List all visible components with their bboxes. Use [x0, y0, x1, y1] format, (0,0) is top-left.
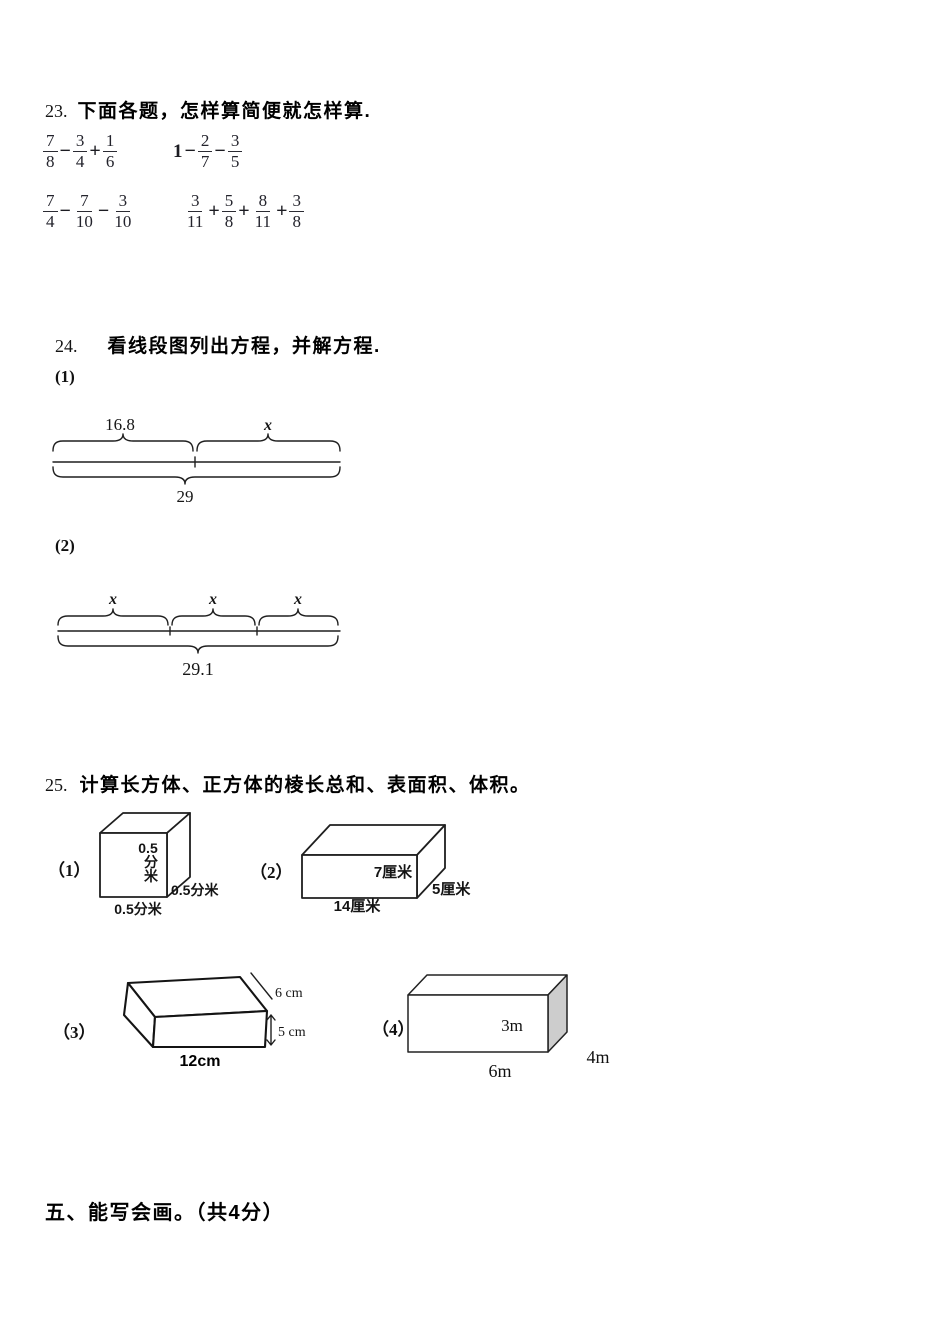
under-brace-total — [57, 635, 339, 654]
operator: + — [276, 200, 288, 223]
operator: + — [238, 200, 250, 223]
operator: − — [184, 140, 196, 163]
segment2-x1: x — [108, 591, 117, 608]
operator: − — [59, 200, 71, 223]
cuboid-figure-3: 6 cm 5 cm 12cm — [122, 972, 306, 1070]
cuboid2-width-dimension: 14厘米 — [334, 897, 382, 915]
segment-diagram-2: x x x 29.1 — [57, 591, 341, 679]
under-brace-total — [52, 466, 341, 485]
cuboid2-depth-dimension: 5厘米 — [432, 880, 471, 898]
question-23-title: 下面各题，怎样算简便就怎样算. — [77, 101, 372, 122]
segment2-x2: x — [208, 591, 217, 608]
over-brace-2 — [171, 608, 256, 626]
operator: − — [59, 140, 71, 163]
cuboid4-width-dimension: 6m — [488, 1061, 511, 1081]
depth-dimension-leader — [250, 972, 273, 1000]
question-24-heading: 24. 看线段图列出方程，并解方程. — [55, 331, 381, 358]
over-brace-left — [52, 433, 194, 452]
cube-depth-dimension: 0.5分米 — [171, 882, 219, 898]
question-25-number: 25. — [45, 775, 68, 795]
cube-width-dimension: 0.5分米 — [114, 901, 162, 917]
segment1-total-value: 29 — [177, 487, 194, 506]
cuboid4-front-face — [407, 994, 549, 1053]
cuboid3-width-dimension: 12cm — [180, 1053, 221, 1070]
segment2-total-value: 29.1 — [182, 659, 214, 679]
cuboid2-height-dimension: 7厘米 — [374, 863, 413, 881]
segment1-left-value: 16.8 — [105, 415, 135, 434]
cube-edge-line3: 米 — [144, 868, 159, 884]
figure-1-label: （1） — [48, 861, 91, 880]
cube-figure: 0.5 分 米 0.5分米 0.5分米 — [99, 812, 219, 917]
section-5-heading: 五、能写会画。（共4分） — [45, 1202, 285, 1224]
over-brace-1 — [57, 608, 169, 626]
question-25-heading: 25. 计算长方体、正方体的棱长总和、表面积、体积。 — [45, 770, 531, 797]
height-dimension-line — [266, 1014, 276, 1046]
cuboid2-front-face — [301, 854, 418, 899]
cuboid4-top-face — [407, 974, 568, 996]
figure-3-label: （3） — [53, 1023, 96, 1042]
cuboid3-height-dimension: 5 cm — [278, 1025, 306, 1040]
cuboid-figure-2: 7厘米 5厘米 14厘米 — [301, 824, 471, 915]
segment2-x3: x — [293, 591, 302, 608]
cube-edge-line2: 分 — [144, 854, 158, 870]
cuboid3-depth-dimension: 6 cm — [275, 986, 303, 1001]
question-24-number: 24. — [55, 336, 78, 356]
cuboid-figure-4: 3m 6m 4m — [407, 974, 610, 1081]
question-24-title: 看线段图列出方程，并解方程. — [107, 336, 381, 357]
figure-4-label: （4） — [372, 1020, 415, 1039]
over-brace-3 — [258, 608, 339, 626]
question-23-number: 23. — [45, 101, 68, 121]
operator: − — [97, 200, 110, 223]
cuboid3-front-face — [151, 1009, 269, 1049]
segment-diagram-1: 16.8 x 29 — [52, 415, 341, 506]
figure-2-label: （2） — [250, 863, 293, 882]
over-brace-right — [196, 433, 341, 452]
question-25-title: 计算长方体、正方体的棱长总和、表面积、体积。 — [79, 775, 531, 796]
cube-front-face — [99, 832, 168, 898]
segment1-right-value: x — [263, 417, 272, 434]
operator: + — [208, 200, 220, 223]
question-23-heading: 23. 下面各题，怎样算简便就怎样算. — [45, 96, 371, 123]
part-1-label: (1) — [55, 367, 75, 386]
part-2-label: (2) — [55, 536, 75, 555]
operator: + — [89, 140, 101, 163]
cube-edge-line1: 0.5 — [138, 840, 158, 856]
integer: 1 — [173, 140, 183, 162]
cuboid4-depth-dimension: 4m — [586, 1047, 609, 1067]
operator: − — [214, 140, 226, 163]
cuboid4-height-dimension: 3m — [501, 1016, 523, 1035]
